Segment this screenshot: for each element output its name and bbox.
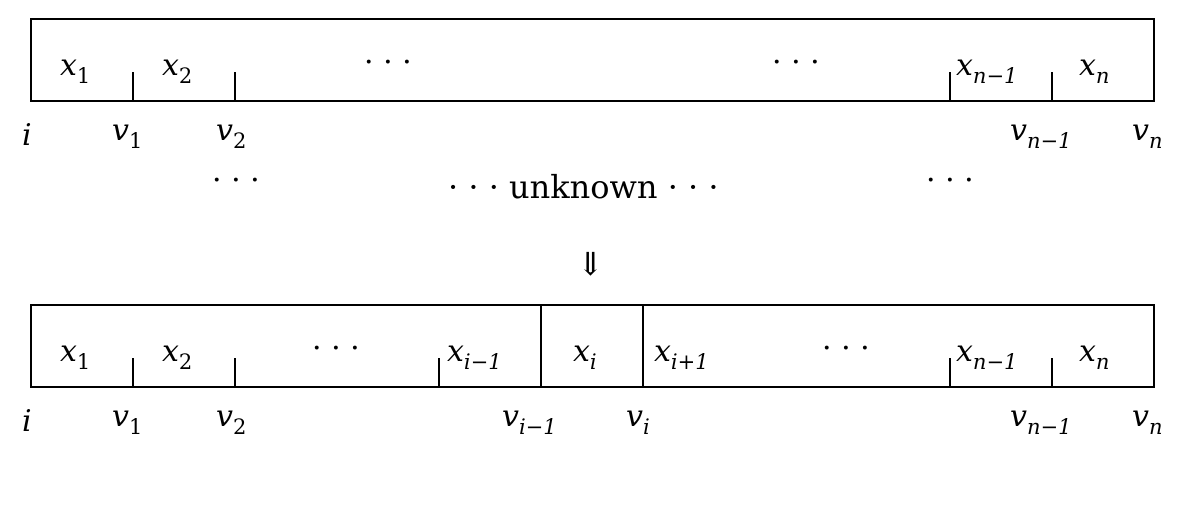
bottom-bound-vn-1: vn−1 xyxy=(1010,399,1071,439)
unknown-label: · · · unknown · · · xyxy=(448,168,719,206)
middle-section: · · · · · · unknown · · · · · · ⇓ xyxy=(212,163,974,283)
down-double-arrow-icon: ⇓ xyxy=(577,245,604,283)
bottom-bound-vn: vn xyxy=(1132,399,1162,439)
top-cell-xn: xn xyxy=(1079,48,1109,88)
bottom-cell-xi: xi xyxy=(573,334,597,374)
top-boundaries: i v1 v2 vn−1 vn xyxy=(22,113,1162,153)
bottom-bound-vi: vi xyxy=(626,399,650,439)
top-bound-v1: v1 xyxy=(112,113,142,153)
top-cell-x1: x1 xyxy=(60,48,90,88)
middle-dots-left: · · · xyxy=(212,163,260,198)
top-array-box xyxy=(30,18,1155,102)
middle-dots-right: · · · xyxy=(926,163,974,198)
bottom-array-box xyxy=(30,304,1155,388)
bottom-bound-i: i xyxy=(22,404,32,439)
bottom-cell-dots-right: · · · xyxy=(822,331,870,366)
top-cell-xn-1: xn−1 xyxy=(956,48,1017,88)
bottom-cell-x1: x1 xyxy=(60,334,90,374)
top-bound-vn-1: vn−1 xyxy=(1010,113,1071,153)
bottom-cell-dots-left: · · · xyxy=(312,331,360,366)
bottom-cell-xn: xn xyxy=(1079,334,1109,374)
bottom-array: x1 x2 · · · xi−1 xi xi+1 · · · xn−1 xn xyxy=(30,304,1155,388)
bottom-bound-vi-1: vi−1 xyxy=(502,399,557,439)
top-bound-v2: v2 xyxy=(216,113,246,153)
bottom-bound-v2: v2 xyxy=(216,399,246,439)
top-bound-i: i xyxy=(22,118,32,153)
top-cell-dots-left: · · · xyxy=(364,45,412,80)
bottom-cell-xi-1: xi−1 xyxy=(447,334,502,374)
bottom-bound-v1: v1 xyxy=(112,399,142,439)
bottom-cell-xn-1: xn−1 xyxy=(956,334,1017,374)
top-cell-x2: x2 xyxy=(162,48,192,88)
bottom-boundaries: i v1 v2 vi−1 vi vn−1 vn xyxy=(22,399,1162,439)
top-bound-vn: vn xyxy=(1132,113,1162,153)
bottom-cell-xi+1: xi+1 xyxy=(654,334,709,374)
top-array: x1 x2 · · · · · · xn−1 xn xyxy=(30,18,1155,102)
bottom-cell-x2: x2 xyxy=(162,334,192,374)
top-cell-dots-right: · · · xyxy=(772,45,820,80)
